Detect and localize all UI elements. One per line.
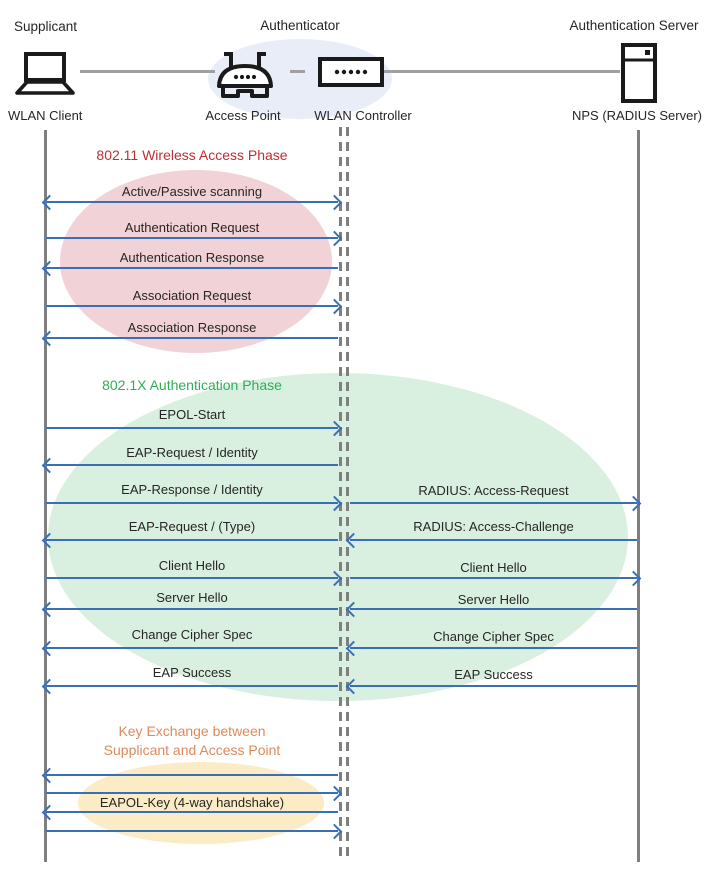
message-arrow-left — [46, 464, 338, 466]
message-label: EAP-Request / (Type) — [128, 519, 256, 534]
role-supplicant: Supplicant — [14, 19, 78, 34]
wireless-router-icon — [217, 52, 273, 98]
message-arrow-right — [46, 305, 338, 307]
connector-ap-controller — [290, 70, 305, 73]
message-arrow-right — [46, 792, 338, 794]
message-label: Server Hello — [156, 590, 228, 605]
device-label-access-point: Access Point — [205, 108, 281, 123]
message-label: Server Hello — [457, 592, 530, 607]
message-label: EAPOL-Key (4-way handshake) — [99, 795, 285, 810]
server-icon — [621, 43, 657, 103]
connector-client-ap — [80, 70, 215, 73]
message-arrow-left — [350, 608, 637, 610]
device-label-wlan-client: WLAN Client — [8, 108, 83, 123]
lifeline-nps-server — [637, 130, 640, 862]
device-label-wlan-controller: WLAN Controller — [314, 108, 412, 123]
role-authentication-server: Authentication Server — [569, 18, 699, 33]
message-label: EAP Success — [152, 665, 232, 680]
message-label: Client Hello — [460, 560, 527, 575]
message-arrow-right — [46, 830, 338, 832]
message-arrow-left — [46, 539, 338, 541]
message-arrow-left — [350, 539, 637, 541]
phase1-title: 802.11 Wireless Access Phase — [96, 147, 288, 163]
message-label: Authentication Request — [124, 220, 260, 235]
message-arrow-right — [350, 577, 637, 579]
message-arrow-right — [46, 237, 338, 239]
message-arrow-left — [46, 811, 338, 813]
message-arrow-left — [350, 685, 637, 687]
message-arrow-left — [46, 337, 338, 339]
message-arrow-left — [46, 774, 338, 776]
message-label: Association Response — [127, 320, 257, 335]
controller-box-icon — [318, 57, 384, 87]
lifeline-wlan-client — [44, 130, 47, 862]
lifeline-wlan-controller-right — [346, 127, 349, 860]
message-arrow-left — [46, 267, 338, 269]
message-arrow-right — [46, 502, 338, 504]
message-label: EAP Success — [454, 667, 533, 682]
message-label: Active/Passive scanning — [121, 184, 263, 199]
connector-controller-server — [384, 70, 620, 73]
message-arrow-right — [46, 577, 338, 579]
message-label: EPOL-Start — [158, 407, 226, 422]
phase2-title: 802.1X Authentication Phase — [102, 377, 282, 393]
message-label: Authentication Response — [119, 250, 265, 265]
laptop-icon — [15, 52, 75, 95]
message-label: Change Cipher Spec — [433, 629, 554, 644]
message-arrow-right — [46, 427, 338, 429]
message-label: RADIUS: Access-Challenge — [413, 519, 574, 534]
message-arrow-right — [350, 502, 637, 504]
message-label: Change Cipher Spec — [131, 627, 253, 642]
message-arrow-both — [46, 201, 338, 203]
message-label: Association Request — [132, 288, 252, 303]
message-arrow-left — [46, 685, 338, 687]
message-arrow-left — [350, 647, 637, 649]
phase3-title-line2: Supplicant and Access Point — [103, 742, 281, 758]
message-arrow-left — [46, 647, 338, 649]
message-arrow-left — [46, 608, 338, 610]
role-authenticator: Authenticator — [260, 18, 340, 33]
phase2-ellipse — [48, 373, 628, 701]
message-label: EAP-Response / Identity — [121, 482, 263, 497]
message-label: RADIUS: Access-Request — [418, 483, 569, 498]
phase3-title-line1: Key Exchange between — [118, 723, 266, 739]
device-label-nps-radius-server: NPS (RADIUS Server) — [571, 108, 703, 123]
lifeline-wlan-controller-left — [339, 127, 342, 860]
message-label: EAP-Request / Identity — [126, 445, 258, 460]
message-label: Client Hello — [158, 558, 226, 573]
